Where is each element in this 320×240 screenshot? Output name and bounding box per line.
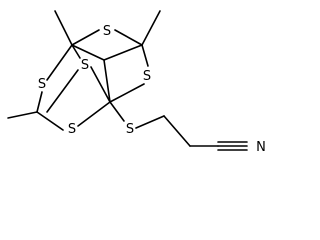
bond-s-top-right <box>114 29 143 46</box>
sulfur-atom-left: S <box>38 77 46 92</box>
bond-s-left-c-bottom <box>36 91 43 113</box>
bond-s-bottom-c-right <box>77 101 111 127</box>
bond-ch2-c-right <box>103 59 111 103</box>
bond-s-side-ch2 <box>135 115 165 129</box>
sulfur-atom-top: S <box>103 24 111 39</box>
bond-c-top-right-s-right <box>141 44 149 67</box>
bond-c-top-left-ch2 <box>71 44 105 61</box>
sulfur-atom-inner: S <box>81 58 89 73</box>
atom-labels: S S S S S S N <box>38 24 266 155</box>
bond-c-top-left-s <box>71 29 100 46</box>
bond-c-top-left-s-inner <box>71 44 81 59</box>
nitrogen-atom: N <box>256 140 266 155</box>
bond-methyl-top-left <box>54 10 73 46</box>
bond-ch2-top-right <box>103 44 143 61</box>
bond-s-inner-c-bottom <box>46 69 79 113</box>
bond-ch2-ch2 <box>163 115 191 147</box>
bond-methyl-top-right <box>141 10 161 46</box>
bond-c-right-s-side <box>109 101 125 122</box>
bond-s-inner-c-lower <box>90 66 111 103</box>
bond-s-right-c-right <box>109 83 145 103</box>
sulfur-atom-right: S <box>143 69 151 84</box>
bonds <box>7 10 248 151</box>
molecule-structure: S S S S S S N <box>7 10 266 155</box>
sulfur-atom-side-chain: S <box>126 122 134 137</box>
bond-methyl-bottom-left <box>7 111 38 119</box>
bond-c-top-left-s-left <box>46 44 73 81</box>
sulfur-atom-bottom: S <box>68 122 76 137</box>
bond-c-bottom-s-bottom <box>36 111 64 131</box>
